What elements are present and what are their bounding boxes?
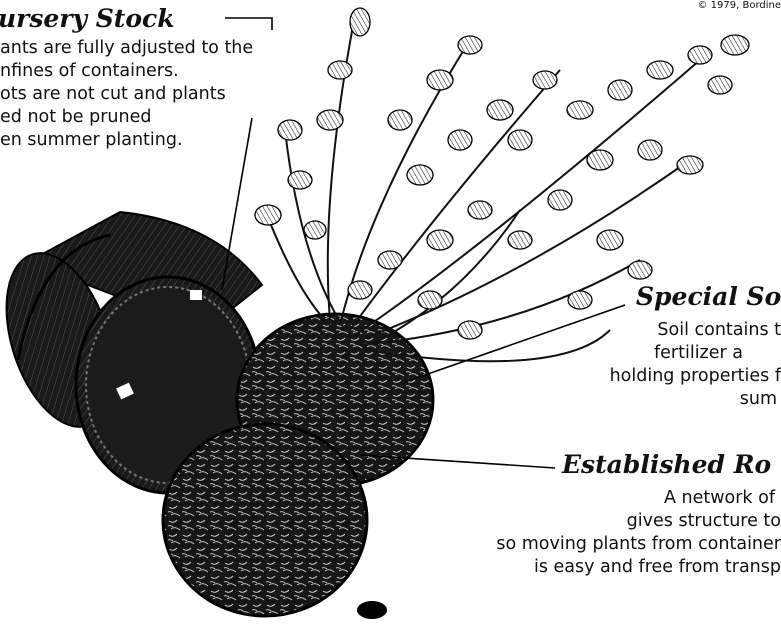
copyright-credit: © 1979, Bordine — [697, 0, 781, 11]
nursery-stock-line: nfines of containers. — [0, 60, 253, 83]
special-soil-line: holding properties f — [610, 365, 781, 388]
special-soil-text: Soil contains t fertilizer a holding pro… — [610, 319, 781, 411]
special-soil-line: Soil contains t — [610, 319, 781, 342]
special-soil-heading: Special So — [636, 284, 781, 309]
special-soil-line: fertilizer a — [610, 342, 781, 365]
established-roots-heading: Established Ro — [562, 452, 771, 477]
nursery-stock-line: ants are fully adjusted to the — [0, 37, 253, 60]
nursery-stock-line: ed not be pruned — [0, 106, 253, 129]
nursery-stock-heading: ursery Stock — [0, 6, 175, 31]
nursery-stock-line: ots are not cut and plants — [0, 83, 253, 106]
nursery-stock-line: en summer planting. — [0, 129, 253, 152]
nursery-stock-text: ants are fully adjusted to the nfines of… — [0, 37, 253, 152]
established-roots-line: gives structure to — [496, 510, 781, 533]
established-roots-line: A network of — [496, 487, 781, 510]
special-soil-line: sum — [610, 388, 781, 411]
established-roots-line: is easy and free from transp — [496, 556, 781, 579]
established-roots-line: so moving plants from container — [496, 533, 781, 556]
established-roots-text: A network of gives structure to so movin… — [496, 487, 781, 579]
